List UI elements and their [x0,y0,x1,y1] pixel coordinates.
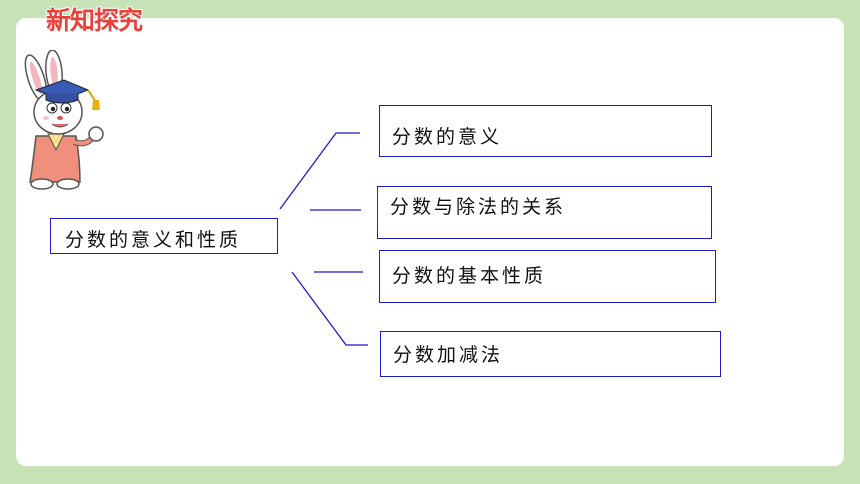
rabbit-graduate-icon [24,50,104,190]
root-node: 分数的意义和性质 [50,218,278,254]
connector-1 [279,132,360,210]
branch-node-basic-property: 分数的基本性质 [379,250,716,303]
branch-node-meaning: 分数的意义 [379,105,712,157]
page-title: 新知探究 [46,6,143,35]
connector-4 [291,271,368,346]
branch-node-division-relation: 分数与除法的关系 [377,186,712,239]
branch-node-add-subtract: 分数加减法 [380,331,721,377]
